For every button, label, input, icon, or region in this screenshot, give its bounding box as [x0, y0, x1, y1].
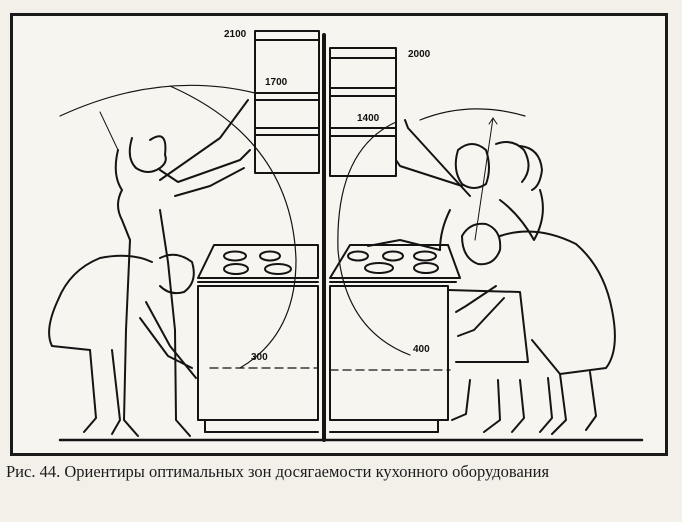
caption-text: Ориентиры оптимальных зон досягаемости к…: [64, 462, 550, 481]
height-label-300: 300: [251, 352, 268, 363]
right-wall-cabinet: [329, 47, 397, 177]
right-stove: [329, 244, 529, 433]
figure-frame: [10, 13, 668, 456]
left-bending-woman: [48, 253, 197, 435]
left-wall-cabinet: [254, 30, 320, 174]
left-standing-woman: [114, 99, 251, 437]
height-label-400: 400: [413, 344, 430, 355]
figure-caption: Рис. 44. Ориентиры оптимальных зон досяг…: [6, 463, 678, 480]
left-stove: [197, 244, 319, 433]
right-standing-woman: [395, 119, 553, 433]
height-label-1700: 1700: [265, 77, 288, 88]
left-reach-arcs: [59, 84, 297, 369]
caption-figure-number: Рис. 44.: [6, 462, 61, 481]
right-reach-arcs: [337, 108, 526, 356]
height-label-2100: 2100: [224, 29, 247, 40]
height-label-1400: 1400: [357, 113, 380, 124]
height-label-2000: 2000: [408, 49, 431, 60]
right-bending-woman: [367, 222, 616, 435]
